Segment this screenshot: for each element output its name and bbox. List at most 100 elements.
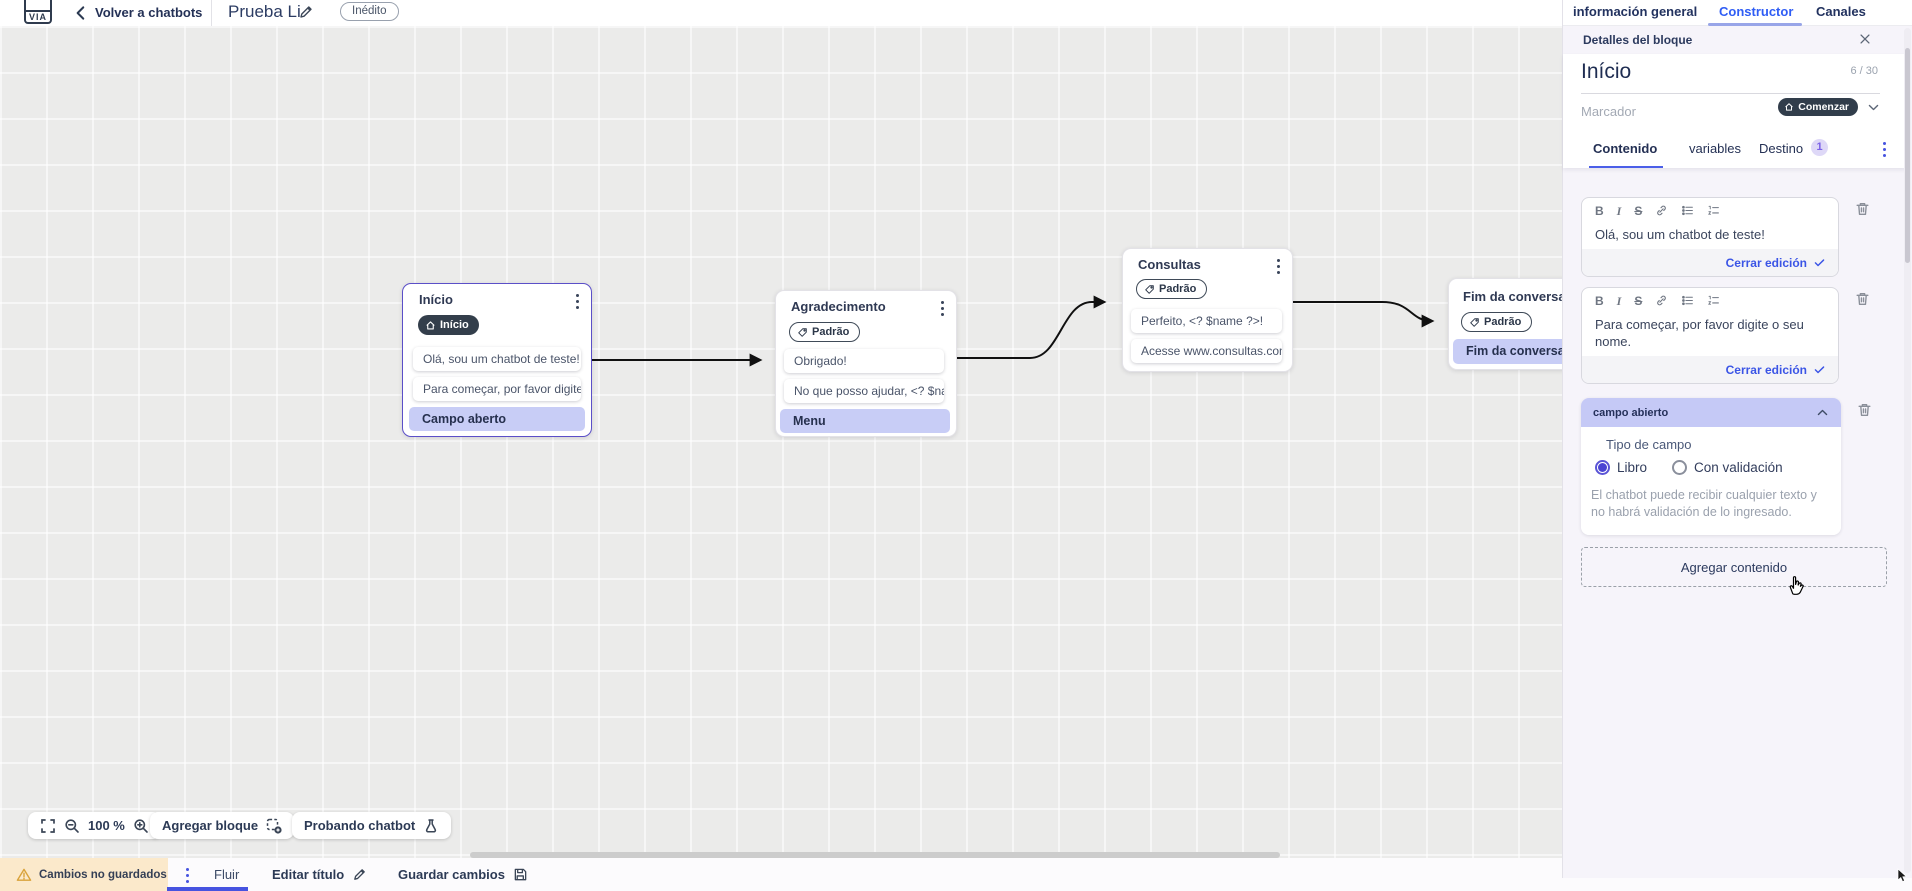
- block-connections: [592, 295, 1435, 367]
- edit-title-button[interactable]: Editar título: [272, 867, 367, 882]
- arrow-cursor: [1897, 868, 1908, 883]
- status-badge: Inédito: [340, 2, 399, 21]
- panel-subheader: Detalles del bloque: [1563, 26, 1912, 52]
- radio-libro-label[interactable]: Libro: [1617, 460, 1648, 475]
- bullet-list-icon[interactable]: [1681, 204, 1694, 217]
- flow-canvas[interactable]: Início Início Olá, sou um chatbot de tes…: [0, 26, 1562, 858]
- message-text[interactable]: Para começar, por favor digite o seu nom…: [1595, 317, 1804, 349]
- message-text[interactable]: Olá, sou um chatbot de teste!: [1595, 227, 1765, 242]
- italic-icon[interactable]: I: [1616, 293, 1622, 308]
- unsaved-changes-label: Cambios no guardados: [39, 868, 167, 881]
- badge-label: Padrão: [812, 326, 850, 338]
- test-chatbot-label: Probando chatbot: [304, 818, 416, 833]
- message-item[interactable]: Olá, sou um chatbot de teste!: [413, 347, 581, 371]
- block-menu-icon[interactable]: [941, 301, 944, 316]
- close-edit-link[interactable]: Cerrar edición: [1725, 362, 1807, 377]
- marker-value-button[interactable]: Comenzar: [1778, 98, 1858, 116]
- numbered-list-icon[interactable]: [1707, 204, 1720, 217]
- tab-destino[interactable]: Destino: [1759, 141, 1804, 156]
- edit-title-pencil-icon[interactable]: [298, 4, 314, 20]
- badge-label: Início: [440, 319, 469, 331]
- message-item[interactable]: Perfeito, <? $name ?>!: [1131, 309, 1282, 333]
- chevron-down-icon[interactable]: [1867, 101, 1880, 114]
- block-title: Fim da conversa: [1463, 289, 1562, 304]
- block-agradecimento[interactable]: Agradecimento Padrão Obrigado! No que po…: [775, 290, 957, 437]
- editor-footer: Cerrar edición: [1582, 249, 1838, 276]
- tab-informacion-general[interactable]: información general: [1573, 4, 1698, 19]
- tab-contenido[interactable]: Contenido: [1593, 141, 1658, 156]
- canvas-horizontal-scrollbar[interactable]: [470, 852, 1280, 858]
- block-name-input[interactable]: Início: [1581, 60, 1632, 83]
- delete-content-icon[interactable]: [1854, 290, 1871, 307]
- numbered-list-icon[interactable]: [1707, 294, 1720, 307]
- add-block-button[interactable]: Agregar bloque: [150, 812, 295, 839]
- block-fim-da-conversa[interactable]: Fim da conversa Padrão Fim da conversa: [1448, 278, 1562, 370]
- home-icon: [1785, 103, 1794, 111]
- menu-row[interactable]: Menu: [780, 409, 950, 433]
- message-item[interactable]: Acesse www.consultas.com par...: [1131, 339, 1282, 363]
- zoom-out-icon[interactable]: [64, 818, 80, 834]
- field-type-options: Libro Con validación: [1595, 460, 1831, 475]
- text-editor-2: B I S Para começar, por favor digite o s…: [1581, 287, 1839, 384]
- italic-icon[interactable]: I: [1616, 203, 1622, 218]
- bold-icon[interactable]: B: [1595, 293, 1604, 308]
- block-header-card: Início 6 / 30 Marcador Comenzar Contenid…: [1563, 54, 1906, 168]
- radio-con-validacion[interactable]: [1672, 460, 1688, 475]
- zoom-level: 100 %: [88, 818, 125, 833]
- close-edit-link[interactable]: Cerrar edición: [1725, 255, 1807, 270]
- panel-scrollbar-thumb[interactable]: [1905, 48, 1910, 263]
- block-menu-icon[interactable]: [1277, 259, 1280, 274]
- back-to-chatbots-link[interactable]: Volver a chatbots: [95, 5, 203, 20]
- message-item[interactable]: Para começar, por favor digite o ...: [413, 377, 581, 401]
- logo-text: VIA: [26, 10, 50, 22]
- tab-fluir[interactable]: Fluir: [214, 867, 240, 882]
- test-chatbot-button[interactable]: Probando chatbot: [292, 812, 452, 839]
- content-menu-icon[interactable]: [1883, 142, 1886, 157]
- zoom-in-icon[interactable]: [133, 818, 149, 834]
- chevron-up-icon: [1817, 409, 1828, 416]
- tab-variables[interactable]: variables: [1689, 141, 1742, 156]
- flow-tab-menu-icon[interactable]: [186, 868, 189, 883]
- save-changes-label: Guardar cambios: [398, 867, 505, 882]
- check-icon: [1813, 256, 1826, 269]
- chatbot-title[interactable]: Prueba Li: [228, 2, 301, 21]
- zoom-controls: 100 %: [28, 812, 161, 839]
- tag-icon: [1470, 317, 1479, 327]
- text-editor-1: B I S Olá, sou um chatbot de teste! Cerr…: [1581, 197, 1839, 277]
- message-item[interactable]: No que posso ajudar, <? $name ...: [784, 379, 944, 403]
- block-details-panel: información general Constructor Canales …: [1562, 0, 1912, 878]
- pencil-icon: [354, 869, 366, 880]
- strikethrough-icon[interactable]: S: [1634, 293, 1643, 308]
- tag-icon: [1145, 284, 1154, 294]
- open-field-card: campo abierto Tipo de campo Libro Con va…: [1581, 398, 1841, 535]
- panel-nav-tabs: información general Constructor Canales: [1563, 0, 1912, 26]
- block-consultas[interactable]: Consultas Padrão Perfeito, <? $name ?>! …: [1122, 248, 1293, 372]
- open-field-row[interactable]: Campo aberto: [409, 407, 585, 431]
- bullet-list-icon[interactable]: [1681, 294, 1694, 307]
- save-changes-button[interactable]: Guardar cambios: [398, 867, 528, 882]
- block-inicio[interactable]: Início Início Olá, sou um chatbot de tes…: [402, 283, 592, 437]
- radio-con-validacion-label[interactable]: Con validación: [1694, 460, 1783, 475]
- open-field-body: Tipo de campo Libro Con validación El ch…: [1581, 427, 1841, 535]
- bold-icon[interactable]: B: [1595, 203, 1604, 218]
- tab-canales[interactable]: Canales: [1816, 4, 1866, 19]
- link-icon[interactable]: [1655, 294, 1668, 307]
- block-menu-icon[interactable]: [576, 294, 579, 309]
- radio-libro[interactable]: [1595, 460, 1610, 475]
- block-title: Consultas: [1138, 257, 1201, 272]
- fullscreen-icon[interactable]: [40, 818, 56, 834]
- message-item[interactable]: Obrigado!: [784, 349, 944, 373]
- marker-value-label: Comenzar: [1798, 101, 1849, 113]
- tab-constructor[interactable]: Constructor: [1719, 4, 1794, 19]
- close-icon[interactable]: [1858, 32, 1872, 46]
- contenido-tab-underline: [1589, 166, 1663, 168]
- end-conversation-row[interactable]: Fim da conversa: [1453, 339, 1562, 364]
- back-chevron-icon[interactable]: [72, 4, 90, 22]
- open-field-header[interactable]: campo abierto: [1581, 398, 1841, 427]
- panel-scrollbar[interactable]: [1904, 28, 1911, 873]
- delete-content-icon[interactable]: [1854, 200, 1871, 217]
- add-content-button[interactable]: Agregar contenido: [1581, 547, 1887, 587]
- strikethrough-icon[interactable]: S: [1634, 203, 1643, 218]
- delete-content-icon[interactable]: [1856, 401, 1873, 418]
- link-icon[interactable]: [1655, 204, 1668, 217]
